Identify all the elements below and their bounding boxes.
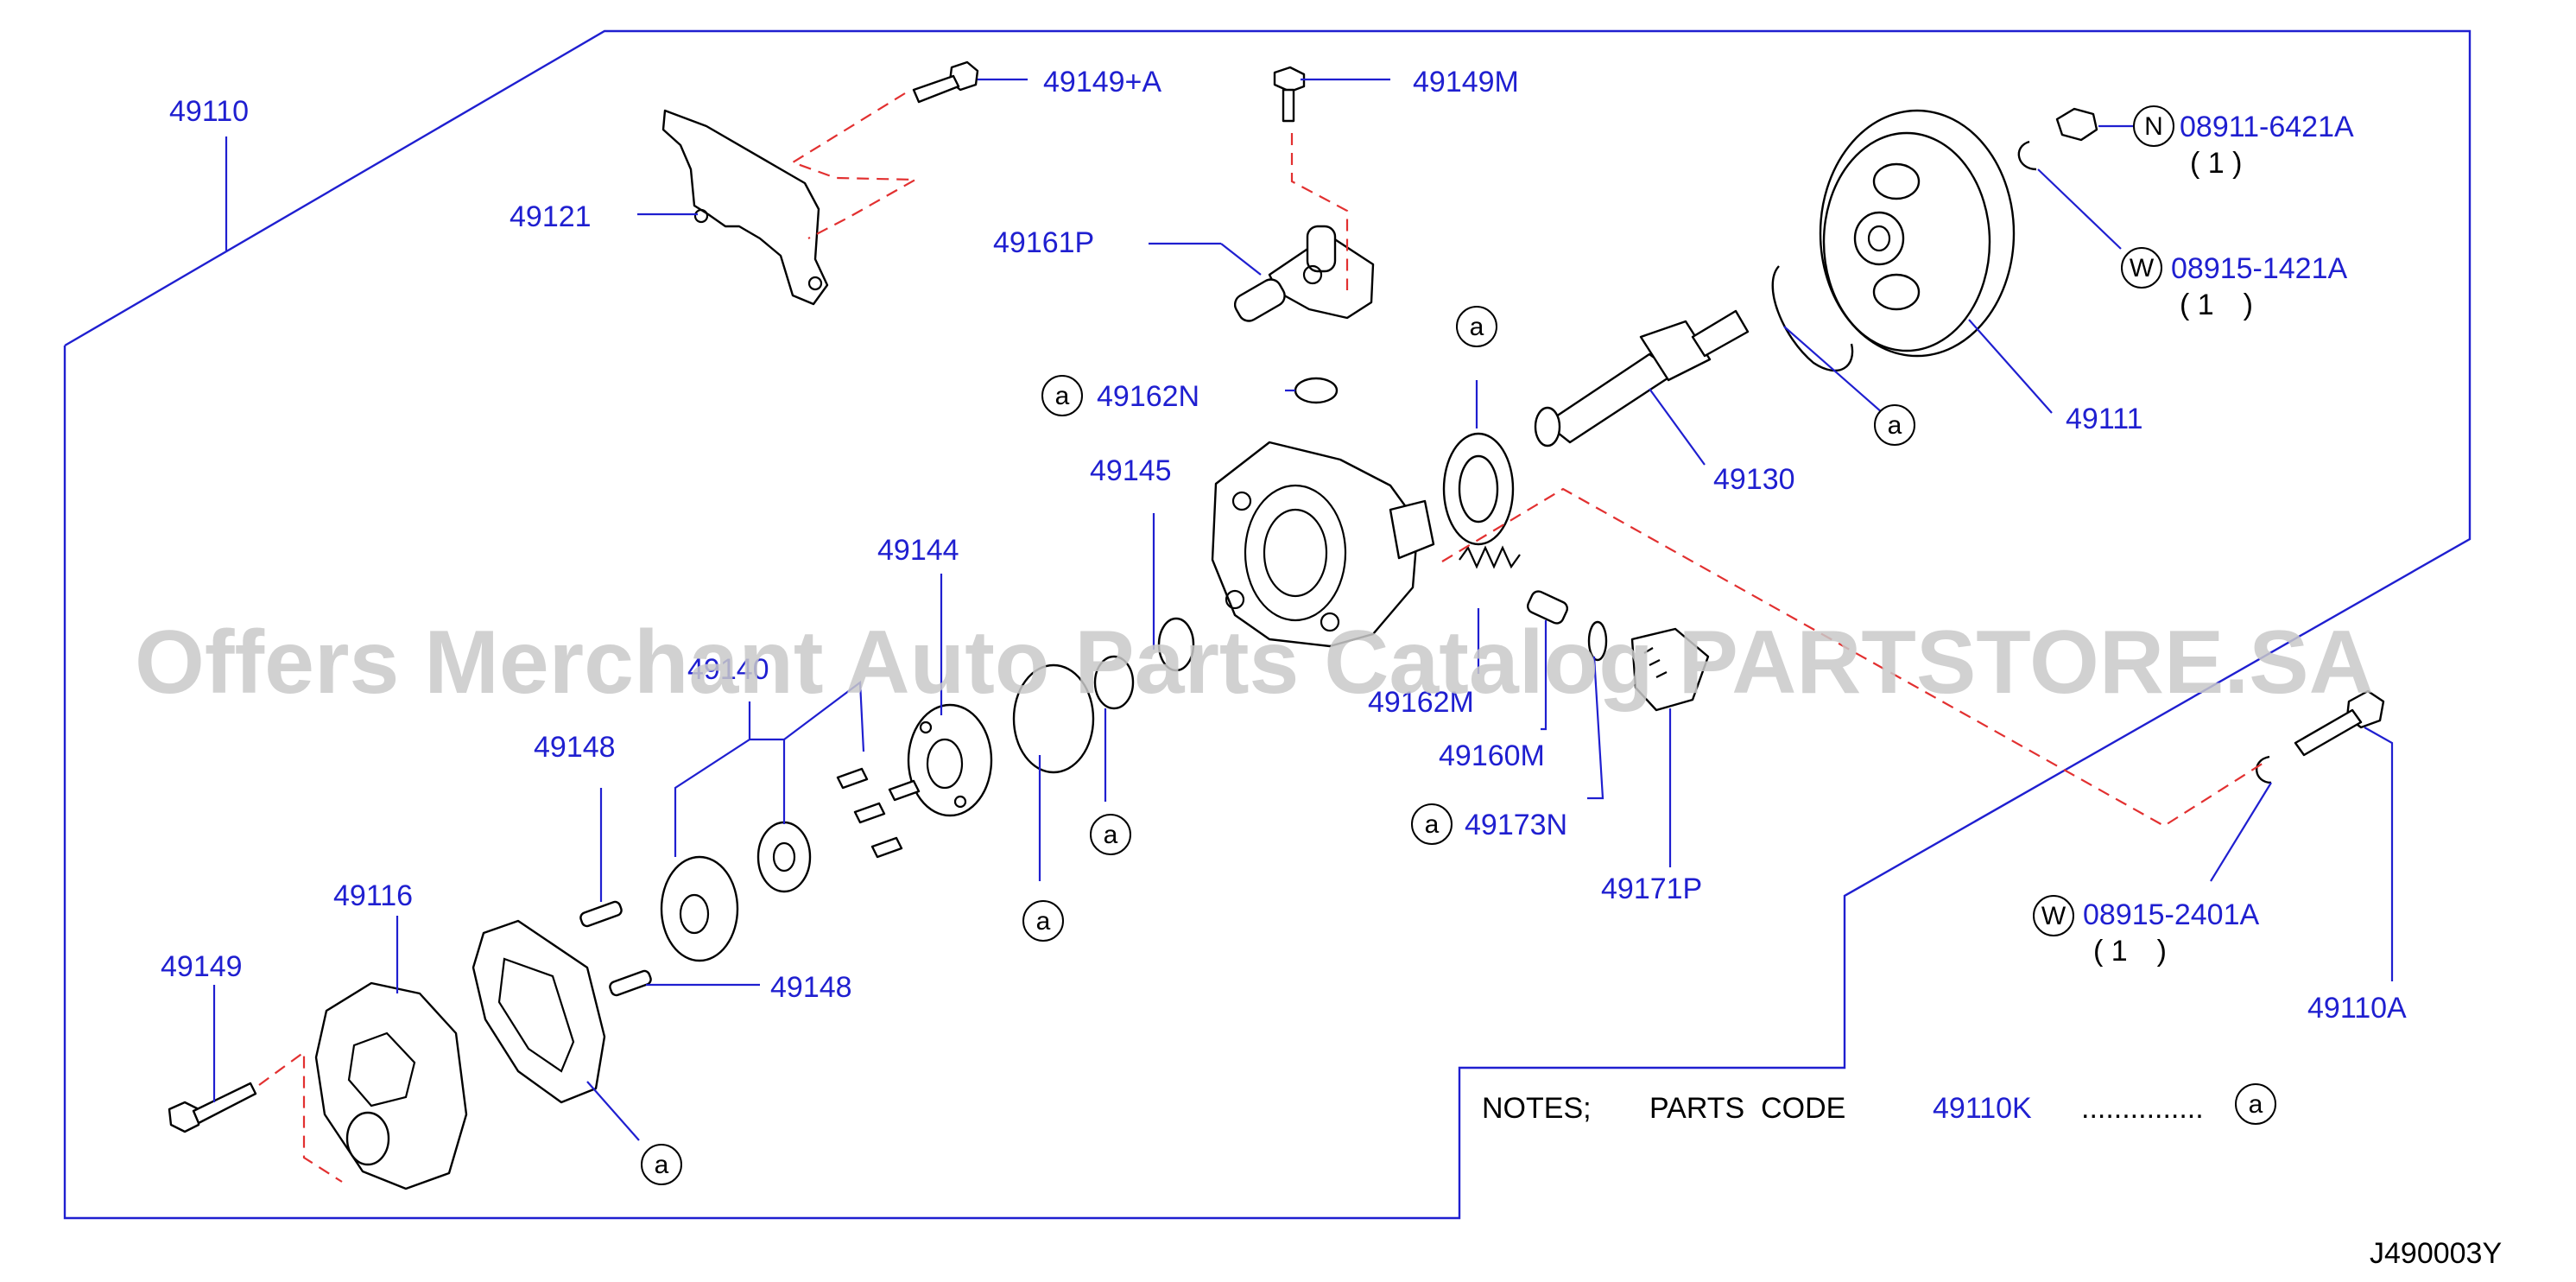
label-49162n: 49162N xyxy=(1097,380,1199,413)
label-49130: 49130 xyxy=(1713,463,1795,496)
label-49148-top: 49148 xyxy=(534,731,616,764)
circlip-upper xyxy=(1771,265,1854,372)
pulley-49111 xyxy=(1819,109,2016,358)
label-49171p: 49171P xyxy=(1601,873,1702,905)
svg-text:a: a xyxy=(1036,907,1051,936)
svg-text:a: a xyxy=(1055,382,1070,410)
connector-49171p xyxy=(1630,627,1710,712)
bolt-49149 xyxy=(168,1082,257,1133)
label-08915-2401a: 08915-2401A xyxy=(2083,898,2260,931)
qty-08915-2401a: ( 1 ) xyxy=(2093,935,2167,968)
label-49162m: 49162M xyxy=(1368,686,1474,719)
notes-dots: ............... xyxy=(2081,1092,2204,1125)
notes-prefix: NOTES; xyxy=(1482,1092,1592,1125)
plunger-49160m xyxy=(1526,590,1569,625)
svg-text:a: a xyxy=(655,1151,669,1179)
label-49116: 49116 xyxy=(333,879,413,912)
label-49173n: 49173N xyxy=(1465,809,1567,841)
marker-w-08915-1421: W xyxy=(2121,247,2162,289)
marker-a-seal: a xyxy=(1456,306,1497,347)
marker-a-49162n: a xyxy=(1041,375,1083,416)
svg-text:a: a xyxy=(2249,1090,2263,1119)
bolt-49110a xyxy=(2294,689,2385,757)
marker-a-oring-small: a xyxy=(1090,814,1131,855)
assembly-guides xyxy=(258,92,2269,1183)
label-49161p: 49161P xyxy=(993,226,1094,259)
marker-w-08915-2401: W xyxy=(2033,895,2074,936)
marker-a-49173n: a xyxy=(1411,803,1453,845)
label-49149a: 49149+A xyxy=(1043,66,1161,98)
label-49145: 49145 xyxy=(1090,454,1172,487)
cover-49116 xyxy=(314,981,468,1190)
washer-08915-1421 xyxy=(2017,140,2037,171)
diagram-code: J490003Y xyxy=(2370,1237,2502,1270)
label-08911-6421a: 08911-6421A xyxy=(2180,111,2354,143)
qty-08915-1421a: ( 1 ) xyxy=(2180,289,2253,321)
washer-08915-2401 xyxy=(2256,755,2272,784)
oring-small xyxy=(1093,655,1135,710)
label-49111: 49111 xyxy=(2066,403,2143,435)
label-49121: 49121 xyxy=(510,200,592,233)
label-49144: 49144 xyxy=(877,534,959,567)
label-49149: 49149 xyxy=(161,950,243,983)
cam-ring-49144 xyxy=(907,703,993,817)
marker-n-08911: N xyxy=(2133,105,2174,147)
marker-a-circlip: a xyxy=(1874,404,1915,446)
label-49110a: 49110A xyxy=(2307,992,2407,1025)
gasket xyxy=(472,919,606,1104)
marker-a-notes: a xyxy=(2235,1083,2276,1125)
label-49160m: 49160M xyxy=(1439,739,1545,772)
oil-seal xyxy=(1442,432,1515,546)
notes-code: 49110K xyxy=(1933,1092,2032,1125)
svg-text:W: W xyxy=(2130,254,2155,282)
nut-08911 xyxy=(2055,107,2098,142)
label-49140: 49140 xyxy=(687,653,769,686)
notes-parts-code-label: PARTS CODE xyxy=(1649,1092,1845,1125)
svg-text:W: W xyxy=(2041,902,2066,930)
bracket-49121 xyxy=(661,109,829,306)
leader-lines xyxy=(212,78,2394,1141)
shaft-49130 xyxy=(1534,309,1750,447)
marker-a-gasket: a xyxy=(641,1144,682,1185)
svg-text:a: a xyxy=(1470,313,1484,341)
pump-housing xyxy=(1211,441,1435,648)
qty-08911-6421a: ( 1 ) xyxy=(2190,147,2242,180)
marker-a-oring-large: a xyxy=(1022,900,1064,942)
pin-49148-bottom xyxy=(609,969,652,997)
svg-text:N: N xyxy=(2144,112,2163,141)
pin-49148-top xyxy=(579,900,623,928)
svg-text:a: a xyxy=(1104,821,1118,849)
notes-line: NOTES; PARTS CODE 49110K ............... xyxy=(1482,1092,2204,1125)
label-49110: 49110 xyxy=(169,95,249,128)
watermark: Offers Merchant Auto Parts Catalog PARTS… xyxy=(135,612,2374,713)
label-08915-1421a: 08915-1421A xyxy=(2171,252,2348,285)
rotor-group-49140 xyxy=(660,767,921,962)
label-49149m: 49149M xyxy=(1413,66,1519,98)
fitting-49161p xyxy=(1233,225,1375,322)
svg-text:a: a xyxy=(1425,810,1440,839)
spring-49160m xyxy=(1459,545,1521,569)
bolt-49149m xyxy=(1273,66,1306,123)
label-49148-bottom: 49148 xyxy=(770,971,852,1004)
svg-text:a: a xyxy=(1888,411,1902,440)
oring-49173n xyxy=(1587,620,1608,662)
assembly-outline xyxy=(63,29,2472,1220)
oring-large xyxy=(1012,663,1095,774)
bolt-49149a xyxy=(912,60,979,104)
oring-49162n xyxy=(1294,377,1339,404)
seal-49145 xyxy=(1157,617,1195,672)
